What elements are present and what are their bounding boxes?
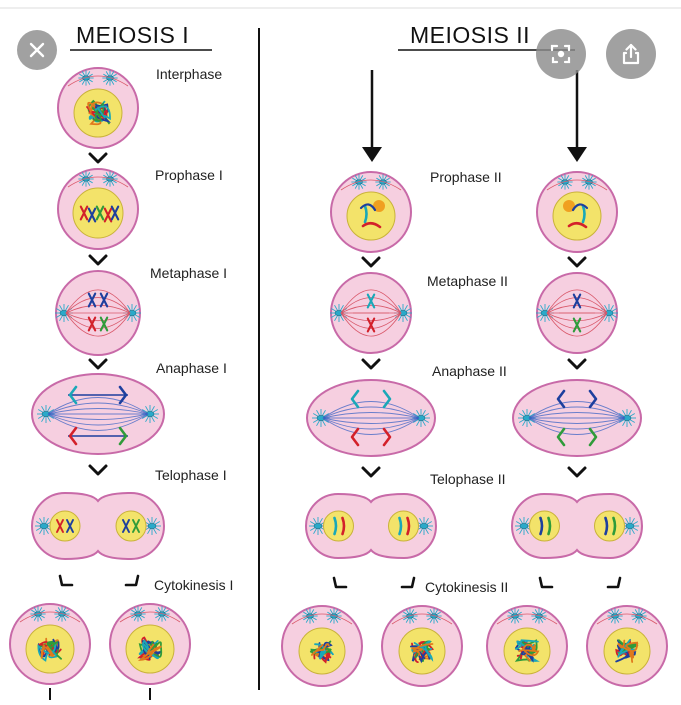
stage-chevrons [58,152,622,589]
cell-telophase1 [31,491,165,561]
share-icon [622,43,640,65]
cell-prophase2-right [536,171,618,253]
label-interphase: Interphase [156,66,223,82]
cell-cytokinesis1-left [9,603,91,685]
meiosis2-arrowhead-right [567,147,587,162]
meiosis2-arrowhead-left [362,147,382,162]
tick-2d [606,576,622,589]
cell-telophase2-right [511,492,643,560]
close-icon [29,42,45,58]
share-button[interactable] [606,29,656,79]
tick-1b [124,574,140,587]
tick-2b [400,576,416,589]
cell-prophase1 [57,168,139,250]
cell-cytokinesis2-1 [281,605,363,687]
cell-cytokinesis1-right [109,603,191,685]
lens-search-button[interactable] [536,29,586,79]
cell-telophase2-left [305,492,437,560]
label-anaphase1: Anaphase I [156,360,227,376]
cell-prophase2-left [330,171,412,253]
cell-anaphase2-left [306,379,436,457]
chevron-3 [88,358,108,370]
chevron-4 [88,464,108,476]
cell-cytokinesis2-2 [381,605,463,687]
chevron-9 [361,466,381,478]
label-prophase1: Prophase I [155,167,223,183]
label-telophase1: Telophase I [155,467,227,483]
label-cytokinesis1: Cytokinesis I [154,577,234,593]
cell-metaphase2-right [536,272,618,354]
chevron-7 [361,358,381,370]
chevron-6 [567,256,587,268]
chevron-8 [567,358,587,370]
meiosis2-heading: MEIOSIS II [410,22,531,48]
label-cytokinesis2: Cytokinesis II [425,579,509,595]
chevron-5 [361,256,381,268]
tick-2c [538,576,554,589]
cell-metaphase2-left [330,272,412,354]
lens-search-icon [550,44,571,64]
chevron-10 [567,466,587,478]
tick-1a [58,574,74,587]
label-metaphase2: Metaphase II [427,273,508,289]
cell-illustrations [9,67,668,687]
close-button[interactable] [17,30,57,70]
cell-cytokinesis2-4 [586,605,668,687]
meiosis1-heading: MEIOSIS I [76,22,190,48]
label-metaphase1: Metaphase I [150,265,228,281]
cell-interphase [57,67,139,149]
label-anaphase2: Anaphase II [432,363,507,379]
label-telophase2: Telophase II [430,471,506,487]
chevron-1 [88,152,108,164]
chevron-2 [88,254,108,266]
cell-anaphase2-right [512,379,642,457]
label-prophase2: Prophase II [430,169,502,185]
tick-2a [332,576,348,589]
cell-metaphase1 [55,270,141,356]
cell-cytokinesis2-3 [486,605,568,687]
cell-anaphase1 [31,373,165,455]
